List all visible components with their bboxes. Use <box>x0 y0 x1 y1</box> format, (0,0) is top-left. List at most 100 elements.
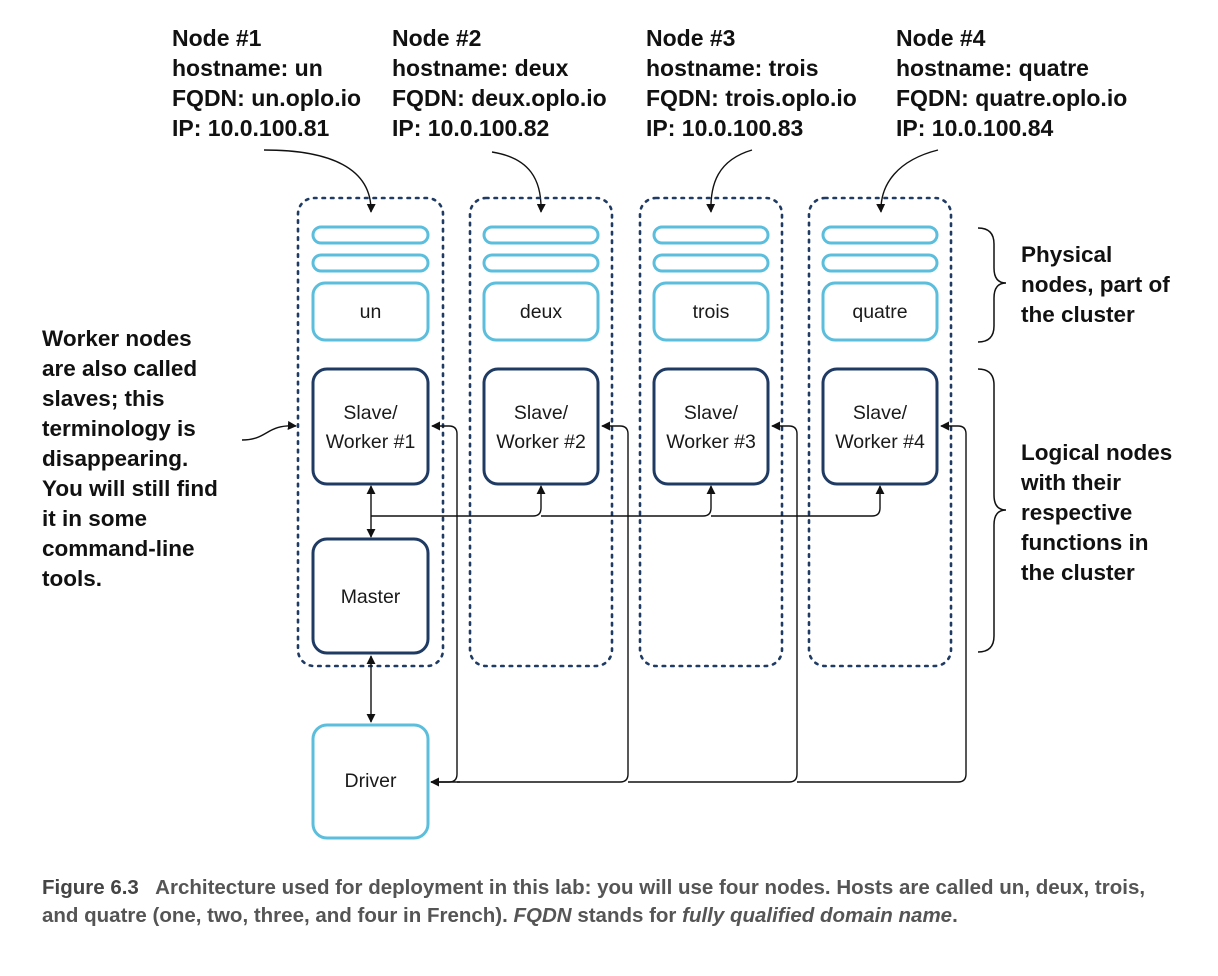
node-1-ip: IP: 10.0.100.81 <box>172 115 329 141</box>
node-4-label: Node #4 hostname: quatre FQDN: quatre.op… <box>896 25 1127 141</box>
worker-1-line-1: Slave/ <box>343 402 398 424</box>
logical-note-line-3: respective <box>1021 500 1132 525</box>
left-note-line-8: command-line <box>42 536 195 561</box>
node-1-slot-2 <box>311 253 430 273</box>
node-3-hostname: hostname: trois <box>646 55 819 81</box>
figure-caption: Figure 6.3 Architecture used for deploym… <box>42 874 1182 930</box>
left-note-line-2: are also called <box>42 356 197 381</box>
node-1-label: Node #1 hostname: un FQDN: un.oplo.io IP… <box>172 25 361 141</box>
worker-boxes: Slave/ Worker #1 Slave/ Worker #2 Slave/… <box>311 367 939 486</box>
node-4-host-box <box>821 281 939 342</box>
node-4-host-text: quatre <box>852 301 907 323</box>
worker-3-box <box>652 367 770 486</box>
left-note-line-1: Worker nodes <box>42 326 192 351</box>
logical-nodes-note: Logical nodes with their respective func… <box>1020 440 1172 585</box>
left-note-line-9: tools. <box>42 566 102 591</box>
node-1-fqdn: FQDN: un.oplo.io <box>172 85 361 111</box>
left-note-line-4: terminology is <box>42 416 196 441</box>
left-note-pointer-arrow <box>241 420 297 441</box>
physical-note-line-1: Physical <box>1021 242 1112 267</box>
worker-4-box <box>821 367 939 486</box>
label-pointer-arrows <box>263 149 939 213</box>
architecture-diagram: Node #1 hostname: un FQDN: un.oplo.io IP… <box>42 25 1172 840</box>
node-3-label: Node #3 hostname: trois FQDN: trois.oplo… <box>646 25 857 141</box>
physical-note-line-2: nodes, part of <box>1021 272 1170 297</box>
master-label: Master <box>341 586 401 608</box>
node-1-pointer-arrow <box>263 149 376 213</box>
node-2-hostname: hostname: deux <box>392 55 569 81</box>
worker-2-line-2: Worker #2 <box>496 431 586 453</box>
server-slots <box>311 225 939 273</box>
node-2-title: Node #2 <box>392 25 481 51</box>
logical-note-line-5: the cluster <box>1021 560 1135 585</box>
worker-3-line-2: Worker #3 <box>666 431 756 453</box>
node-2-ip: IP: 10.0.100.82 <box>392 115 549 141</box>
node-4-hostname: hostname: quatre <box>896 55 1089 81</box>
driver-to-worker-3-arrow <box>628 421 798 783</box>
left-note-line-5: disappearing. <box>42 446 188 471</box>
caption-term: FQDN <box>513 904 572 927</box>
master-box <box>311 537 430 655</box>
node-2-host-text: deux <box>520 301 563 323</box>
node-3-slot-2 <box>652 253 770 273</box>
worker-3-line-1: Slave/ <box>684 402 739 424</box>
driver-to-worker-4-arrow <box>797 421 967 783</box>
left-note-line-7: it in some <box>42 506 147 531</box>
driver-box <box>311 723 430 840</box>
worker-1-line-2: Worker #1 <box>326 431 416 453</box>
driver-worker-connections <box>430 421 967 787</box>
caption-end: . <box>952 904 958 927</box>
master-to-worker-3-arrow <box>541 485 716 517</box>
logical-note-line-1: Logical nodes <box>1021 440 1172 465</box>
worker-1-box <box>311 367 430 486</box>
caption-term-expansion: fully qualified domain name <box>682 904 953 927</box>
node-1-hostname: hostname: un <box>172 55 323 81</box>
worker-2-box <box>482 367 600 486</box>
node-4-slot-1 <box>821 225 939 245</box>
logical-brace <box>977 368 1007 653</box>
master-worker-connections <box>366 485 885 723</box>
node-3-slot-1 <box>652 225 770 245</box>
physical-nodes-note: Physical nodes, part of the cluster <box>1021 242 1170 327</box>
node-labels: Node #1 hostname: un FQDN: un.oplo.io IP… <box>172 25 1127 141</box>
master-to-worker-4-arrow <box>711 485 885 517</box>
node-1-slot-1 <box>311 225 430 245</box>
worker-2-line-1: Slave/ <box>514 402 569 424</box>
node-2-label: Node #2 hostname: deux FQDN: deux.oplo.i… <box>392 25 607 141</box>
hostname-boxes: un deux trois quatre <box>311 281 939 342</box>
node-2-pointer-arrow <box>491 151 546 213</box>
node-1-title: Node #1 <box>172 25 262 51</box>
node-3-fqdn: FQDN: trois.oplo.io <box>646 85 857 111</box>
worker-4-line-2: Worker #4 <box>835 431 925 453</box>
node-4-slot-2 <box>821 253 939 273</box>
caption-text-2: stands for <box>577 904 677 927</box>
node-3-pointer-arrow <box>706 149 753 213</box>
node-2-fqdn: FQDN: deux.oplo.io <box>392 85 607 111</box>
physical-note-line-3: the cluster <box>1021 302 1135 327</box>
node-2-slot-2 <box>482 253 600 273</box>
figure-number: Figure 6.3 <box>42 876 139 899</box>
left-note-line-3: slaves; this <box>42 386 165 411</box>
worker-4-line-1: Slave/ <box>853 402 908 424</box>
node-3-host-box <box>652 281 770 342</box>
driver-to-worker-2-arrow <box>457 421 629 783</box>
node-3-title: Node #3 <box>646 25 735 51</box>
node-3-ip: IP: 10.0.100.83 <box>646 115 803 141</box>
node-4-ip: IP: 10.0.100.84 <box>896 115 1053 141</box>
driver-label: Driver <box>345 770 398 792</box>
worker-terminology-note: Worker nodes are also called slaves; thi… <box>42 326 218 591</box>
node-4-pointer-arrow <box>876 149 939 213</box>
node-2-slot-1 <box>482 225 600 245</box>
node-3-host-text: trois <box>693 301 730 323</box>
logical-note-line-2: with their <box>1020 470 1121 495</box>
caption-text-1: Architecture used for deployment in this… <box>42 876 1146 927</box>
node-4-fqdn: FQDN: quatre.oplo.io <box>896 85 1127 111</box>
left-note-line-6: You will still find <box>42 476 218 501</box>
logical-note-line-4: functions in <box>1021 530 1149 555</box>
node-1-host-text: un <box>360 301 382 323</box>
node-2-host-box <box>482 281 600 342</box>
node-4-title: Node #4 <box>896 25 986 51</box>
physical-brace <box>977 227 1007 343</box>
node-1-host-box <box>311 281 430 342</box>
master-to-worker-2-arrow <box>371 485 546 517</box>
